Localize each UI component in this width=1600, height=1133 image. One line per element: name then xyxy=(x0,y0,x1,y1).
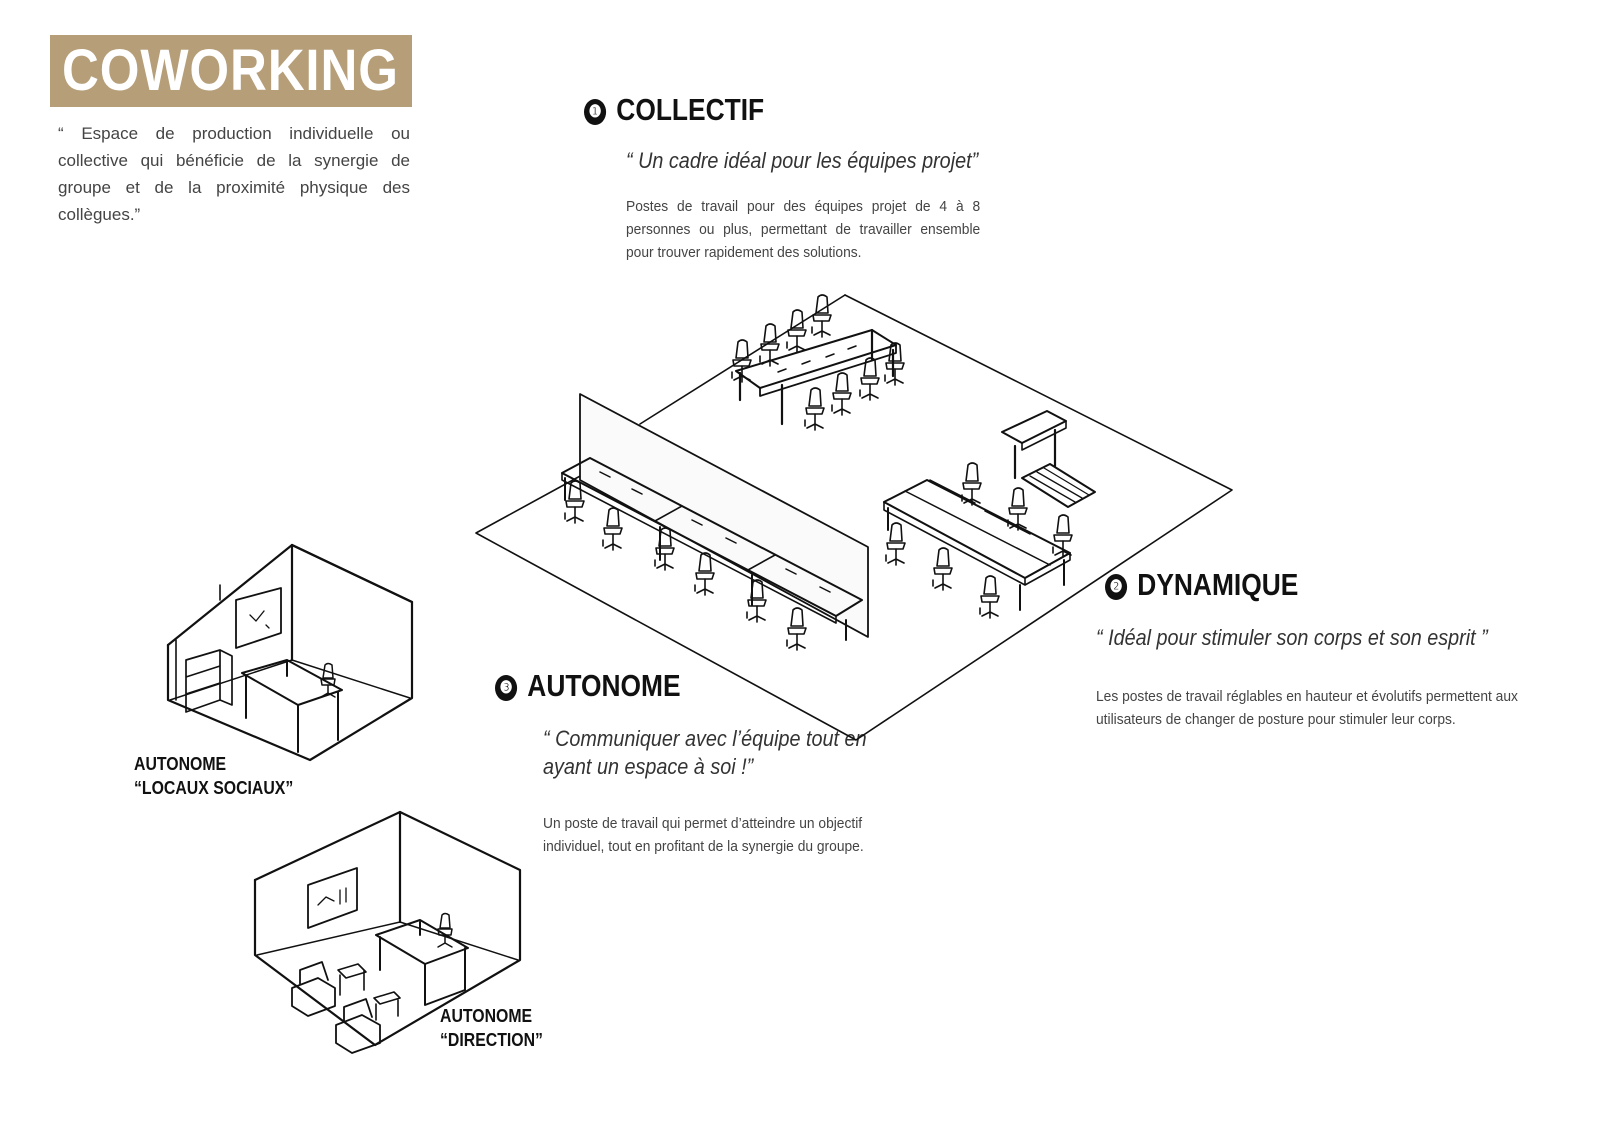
desk-icon xyxy=(241,659,343,753)
partition-wall xyxy=(579,393,869,638)
room-direction-line1: AUTONOME xyxy=(440,1006,533,1026)
number-1-icon: ❶ xyxy=(584,99,607,125)
room-locaux-line2: “LOCAUX SOCIAUX” xyxy=(134,778,294,798)
section-dynamique-quote: “ Idéal pour stimuler son corps et son e… xyxy=(1096,625,1488,650)
intro-text: “ Espace de production individuelle ou c… xyxy=(58,124,410,224)
room-direction-label: AUTONOME “DIRECTION” xyxy=(440,1004,543,1052)
section-collectif-heading: ❶ COLLECTIF xyxy=(584,92,764,128)
section-autonome-heading: ❸ AUTONOME xyxy=(495,668,681,704)
page-title: COWORKING xyxy=(62,38,399,103)
desk-icon xyxy=(375,919,469,1006)
page-title-box: COWORKING xyxy=(50,35,412,107)
desk-icon xyxy=(735,328,897,426)
whiteboard-icon xyxy=(307,867,358,929)
section-dynamique-text: Les postes de travail réglables en haute… xyxy=(1096,688,1518,728)
section-collectif-title: COLLECTIF xyxy=(616,92,765,127)
chair-icon xyxy=(437,912,453,948)
floor-plate xyxy=(475,294,1233,741)
treadmill-icon xyxy=(1001,410,1096,508)
shelf-icon xyxy=(185,649,233,713)
section-autonome-title: AUTONOME xyxy=(527,668,681,703)
section-dynamique-title: DYNAMIQUE xyxy=(1137,567,1299,602)
room-direction-line2: “DIRECTION” xyxy=(440,1030,543,1050)
number-2-icon: ❷ xyxy=(1105,574,1128,600)
number-3-icon: ❸ xyxy=(495,675,518,701)
section-collectif-text: Postes de travail pour des équipes proje… xyxy=(626,198,981,261)
desk-icon xyxy=(561,457,863,641)
room-direction-sketch xyxy=(253,810,522,1047)
section-autonome-quote-line1: “ Communiquer avec l’équipe tout en xyxy=(543,726,867,751)
room-locaux-label: AUTONOME “LOCAUX SOCIAUX” xyxy=(134,752,293,800)
section-autonome-text: Un poste de travail qui permet d’atteind… xyxy=(543,815,864,855)
desk-icon xyxy=(883,479,1071,611)
armchair-icon xyxy=(291,961,401,1054)
section-autonome-quote-line2: ayant un espace à soi !” xyxy=(543,754,754,779)
section-collectif-quote: “ Un cadre idéal pour les équipes projet… xyxy=(626,148,979,173)
section-dynamique-heading: ❷ DYNAMIQUE xyxy=(1105,567,1298,603)
section-autonome-quote: “ Communiquer avec l’équipe tout en ayan… xyxy=(543,725,867,781)
room-locaux-line1: AUTONOME xyxy=(134,754,227,774)
whiteboard-icon xyxy=(235,587,282,649)
chair-icon xyxy=(731,294,905,431)
room-locaux-sketch xyxy=(166,543,414,762)
